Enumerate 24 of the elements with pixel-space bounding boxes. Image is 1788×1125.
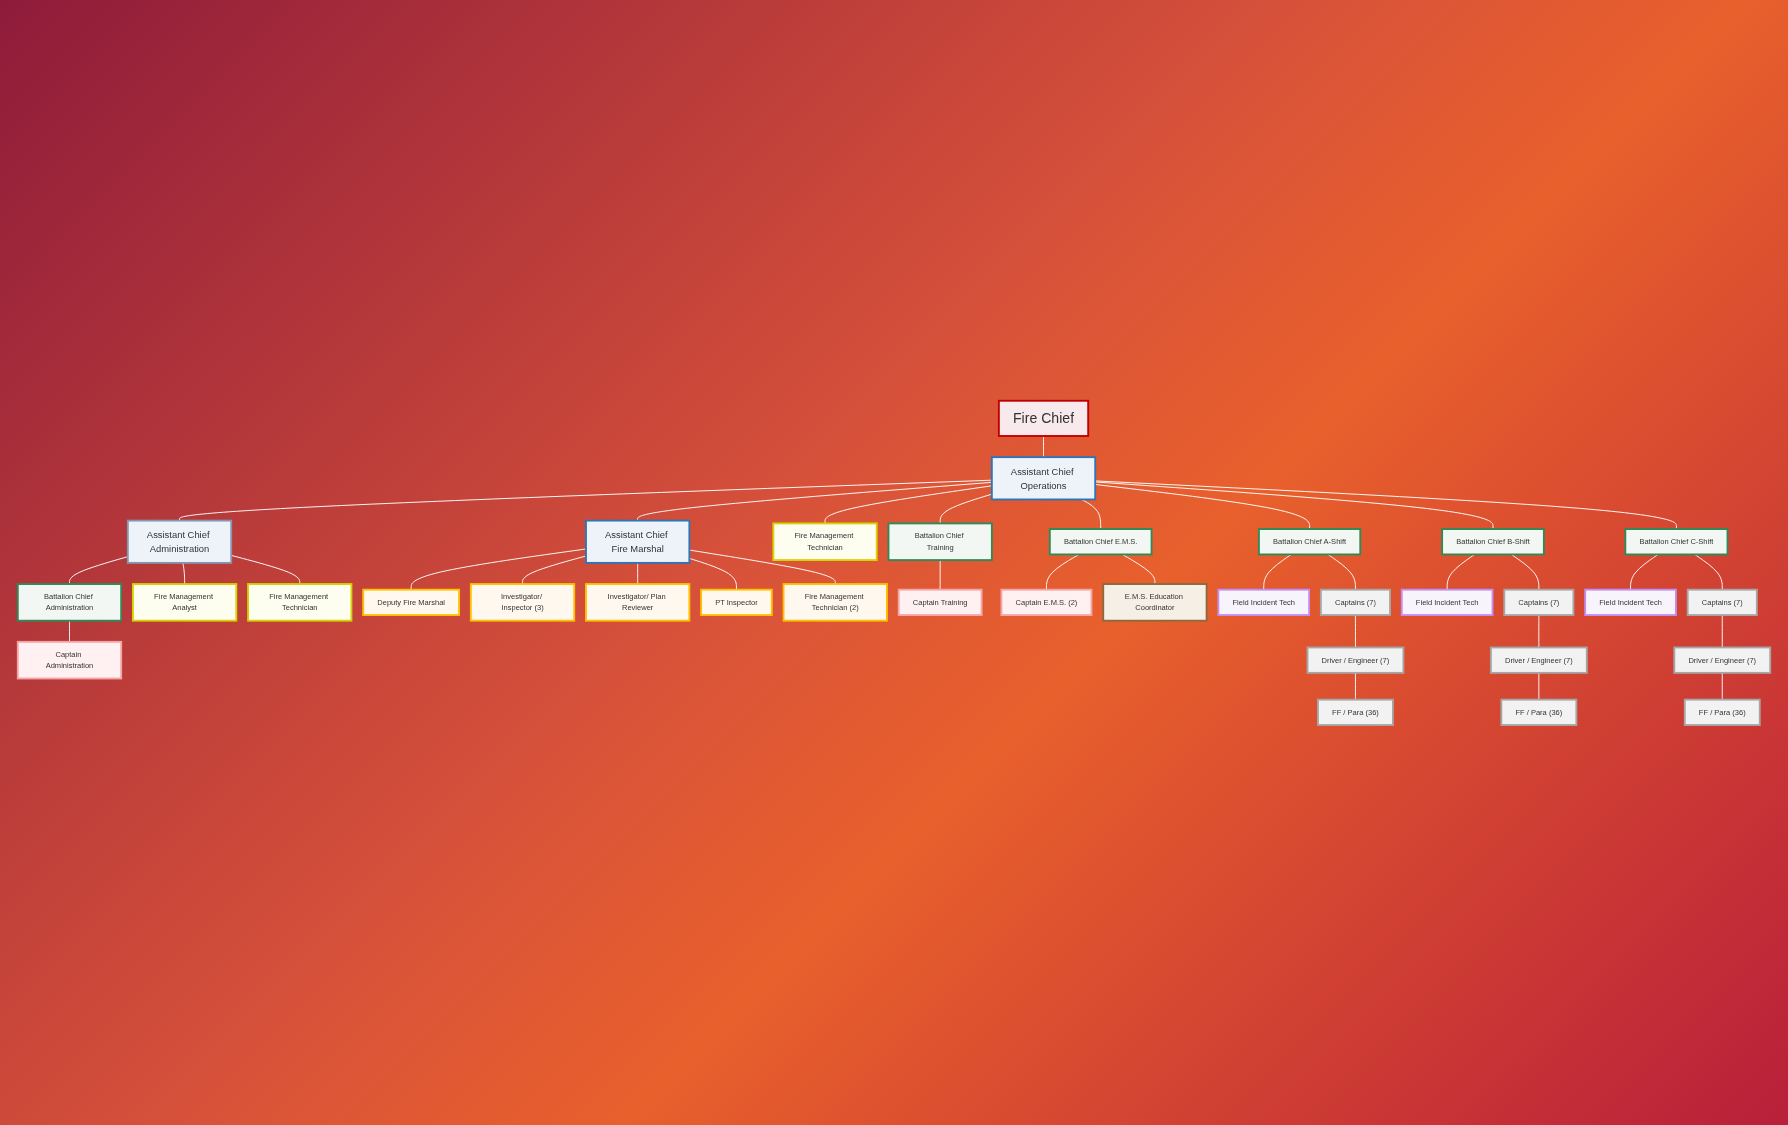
connector: [1263, 553, 1292, 590]
connector: [1046, 553, 1080, 590]
connector: [1043, 435, 1044, 458]
connector: [1354, 672, 1356, 700]
connector: [1327, 553, 1356, 590]
node-box: Assistant Chief Operations: [990, 455, 1097, 500]
connector: [1721, 614, 1723, 648]
connector: [1721, 672, 1723, 700]
connector: [182, 562, 186, 585]
connector: [1538, 614, 1540, 648]
connector: [1081, 498, 1102, 530]
connector: [637, 562, 639, 585]
node-box: Assistant Chief Administration: [126, 519, 233, 564]
connector: [1694, 553, 1723, 590]
connector: [939, 559, 941, 590]
connector: [1510, 553, 1540, 590]
connector: [1354, 614, 1356, 648]
connector: [1538, 672, 1540, 700]
connector: [1121, 553, 1156, 585]
connector: [1446, 553, 1476, 590]
node-box: Assistant Chief Fire Marshal: [585, 519, 691, 564]
connector: [1630, 553, 1659, 590]
node-box: Fire Chief: [997, 399, 1090, 437]
connector: [69, 619, 70, 642]
